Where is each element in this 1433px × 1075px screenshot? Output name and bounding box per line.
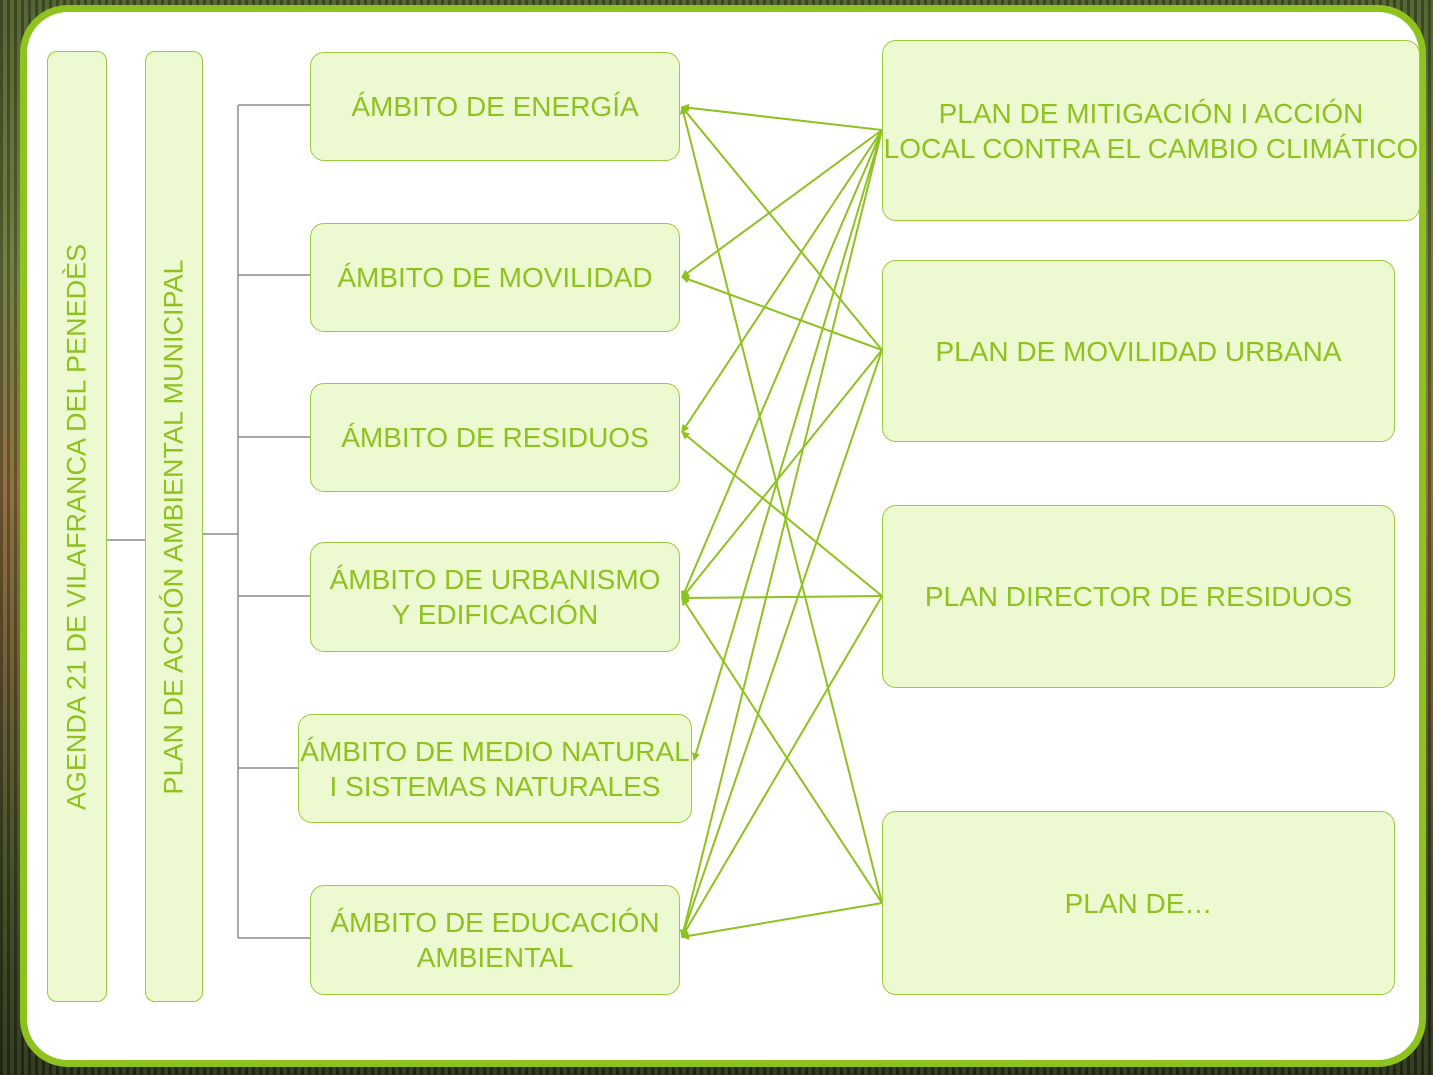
ambito-movilidad-box: ÁMBITO DE MOVILIDAD [310,223,680,332]
plan-otros-label: PLAN DE… [1064,887,1213,919]
plan-residuos-box: PLAN DIRECTOR DE RESIDUOS [882,505,1395,688]
arrow-link [681,129,883,433]
ambito-urbanismo-box: ÁMBITO DE URBANISMO Y EDIFICACIÓN [310,542,680,652]
agenda-21-box: AGENDA 21 DE VILAFRANCA DEL PENEDÈS [47,51,107,1002]
agenda-21-label: AGENDA 21 DE VILAFRANCA DEL PENEDÈS [61,243,92,810]
plan-residuos-label: PLAN DIRECTOR DE RESIDUOS [924,581,1353,612]
plan-movilidad-label: PLAN DE MOVILIDAD URBANA [935,335,1342,367]
ambito-medio-natural-label: ÁMBITO DE MEDIO NATURAL I SISTEMAS NATUR… [300,735,690,802]
arrow-link [681,593,883,602]
ambito-energia-box: ÁMBITO DE ENERGÍA [310,52,680,161]
ambito-energia-label: ÁMBITO DE ENERGÍA [351,91,639,122]
ambito-medio-natural-box: ÁMBITO DE MEDIO NATURAL I SISTEMAS NATUR… [298,714,692,823]
plan-otros-box: PLAN DE… [882,811,1395,995]
plan-accion-box: PLAN DE ACCIÓN AMBIENTAL MUNICIPAL [145,51,203,1002]
ambito-residuos-box: ÁMBITO DE RESIDUOS [310,383,680,492]
ambito-educacion-label: ÁMBITO DE EDUCACIÓN AMBIENTAL [330,907,660,973]
arrow-link [681,902,883,940]
ambito-movilidad-label: ÁMBITO DE MOVILIDAD [337,262,653,293]
plan-movilidad-box: PLAN DE MOVILIDAD URBANA [882,260,1395,442]
arrow-link [681,349,883,599]
arrow-link [681,595,883,938]
ambito-residuos-label: ÁMBITO DE RESIDUOS [341,422,649,453]
plan-mitigacion-box: PLAN DE MITIGACIÓN I ACCIÓN LOCAL CONTRA… [882,40,1420,221]
arrow-link [681,597,883,904]
ambito-educacion-box: ÁMBITO DE EDUCACIÓN AMBIENTAL [310,885,680,995]
arrow-link [681,103,883,131]
hierarchy-bracket [107,104,310,939]
arrow-link [681,129,883,278]
plan-accion-label: PLAN DE ACCIÓN AMBIENTAL MUNICIPAL [158,258,189,795]
arrow-link [681,129,883,599]
arrow-link [680,349,883,938]
arrow-link [692,129,883,761]
arrow-link [681,106,883,351]
arrow-links [679,103,883,940]
arrow-link [679,129,883,938]
ambito-urbanismo-label: ÁMBITO DE URBANISMO Y EDIFICACIÓN [329,564,661,630]
arrow-link [679,106,883,904]
arrow-link [681,275,883,351]
arrow-link [681,431,883,597]
plan-mitigacion-label: PLAN DE MITIGACIÓN I ACCIÓN LOCAL CONTRA… [883,97,1419,164]
